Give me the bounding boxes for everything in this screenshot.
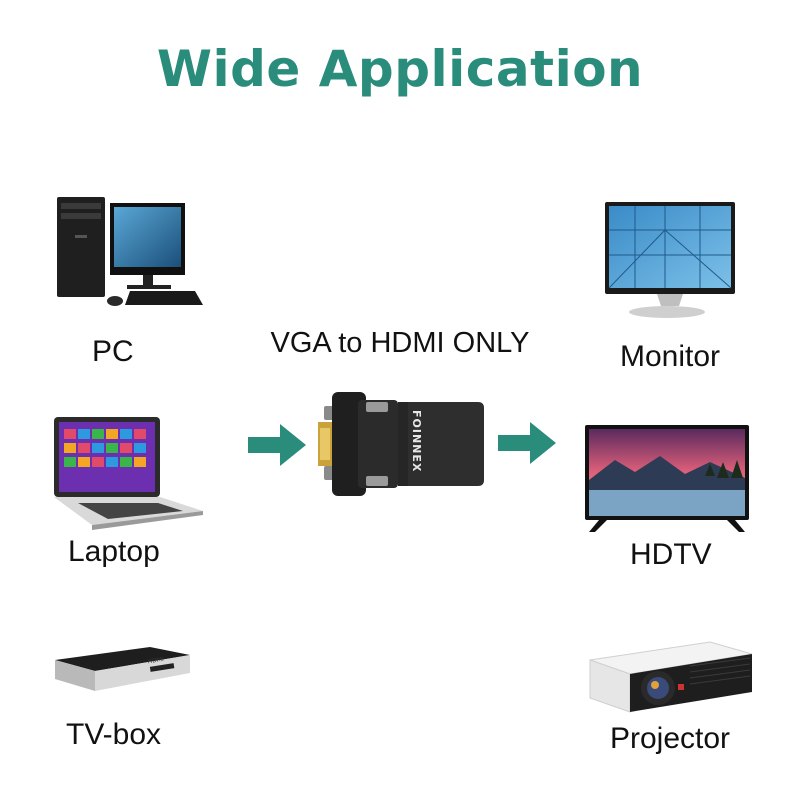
right-arrow-icon bbox=[248, 424, 306, 466]
hdmi-logo: HDMI bbox=[147, 656, 164, 665]
device-label-hdtv: HDTV bbox=[630, 538, 712, 571]
device-label-monitor: Monitor bbox=[620, 340, 721, 373]
device-label-pc: PC bbox=[92, 335, 134, 368]
pc-icon bbox=[57, 197, 203, 306]
laptop-icon bbox=[54, 417, 203, 530]
page-title: Wide Application bbox=[156, 40, 644, 98]
device-label-tvbox: TV-box bbox=[66, 718, 162, 751]
adapter-brand: FOINNEX bbox=[410, 410, 423, 472]
vga-hdmi-adapter-icon: FOINNEX bbox=[318, 392, 484, 496]
tvbox-icon: HDMI bbox=[55, 647, 190, 691]
hdtv-icon bbox=[585, 425, 749, 532]
device-label-laptop: Laptop bbox=[68, 535, 160, 568]
device-label-projector: Projector bbox=[610, 722, 731, 755]
projector-icon bbox=[589, 641, 753, 713]
center-label: VGA to HDMI ONLY bbox=[270, 327, 530, 359]
monitor-icon bbox=[605, 202, 735, 318]
right-arrow-icon bbox=[498, 422, 556, 464]
